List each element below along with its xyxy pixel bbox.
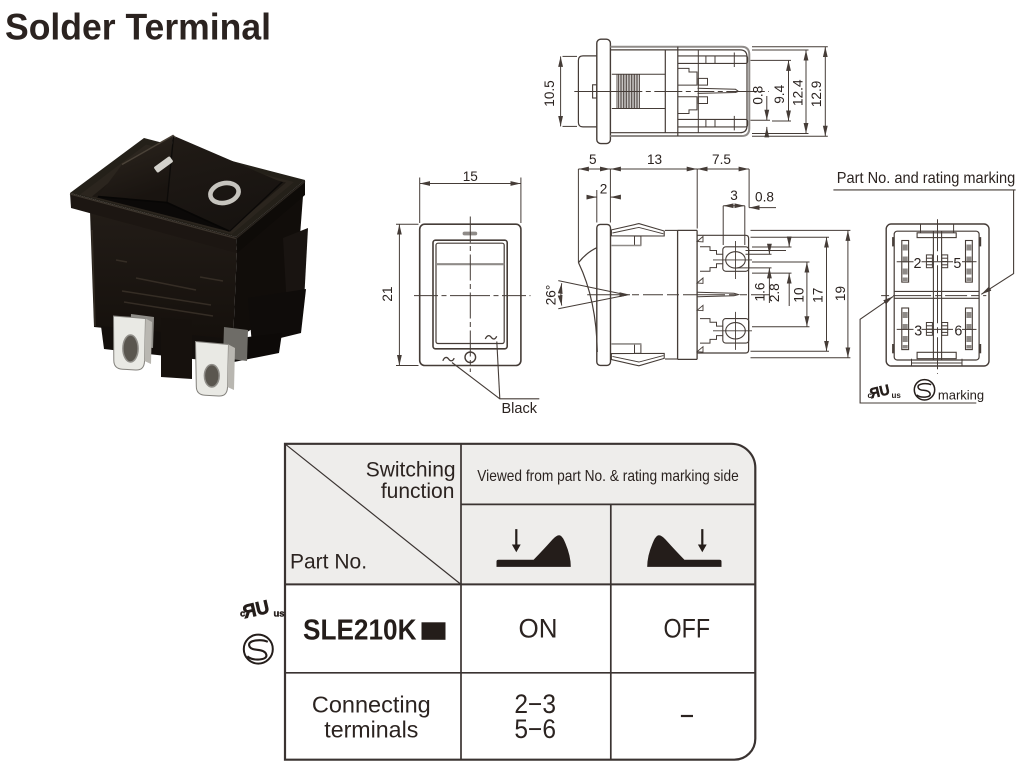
svg-text:Part No. and rating marking: Part No. and rating marking	[837, 170, 1016, 187]
svg-text:terminals: terminals	[324, 716, 418, 742]
svg-text:c: c	[868, 391, 873, 400]
svg-text:5: 5	[589, 152, 597, 167]
svg-text:5: 5	[953, 256, 961, 272]
svg-text:ON: ON	[519, 614, 558, 644]
svg-text:12.9: 12.9	[809, 81, 824, 107]
svg-text:2: 2	[914, 256, 922, 272]
svg-text:ЯU: ЯU	[868, 382, 891, 402]
svg-text:17: 17	[810, 288, 825, 303]
svg-text:0.8: 0.8	[751, 86, 766, 105]
svg-text:Switching: Switching	[366, 459, 456, 482]
svg-text:12.4: 12.4	[790, 79, 805, 106]
svg-text:2−3: 2−3	[514, 689, 556, 719]
svg-text:21: 21	[380, 286, 395, 301]
svg-text:26°: 26°	[544, 285, 559, 306]
svg-text:1.6: 1.6	[753, 283, 768, 302]
svg-text:marking: marking	[938, 388, 984, 403]
svg-text:10.5: 10.5	[542, 80, 557, 106]
svg-text:us: us	[274, 609, 285, 620]
svg-text:2.8: 2.8	[767, 283, 782, 302]
svg-text:5−6: 5−6	[514, 714, 556, 744]
svg-text:Connecting: Connecting	[312, 691, 431, 717]
svg-text:SLE210K: SLE210K	[303, 615, 417, 647]
svg-text:Part No.: Part No.	[290, 551, 367, 574]
svg-text:3: 3	[730, 188, 738, 203]
svg-text:15: 15	[463, 169, 478, 184]
svg-text:13: 13	[647, 152, 662, 167]
svg-text:19: 19	[833, 286, 848, 301]
svg-text:us: us	[892, 391, 902, 400]
svg-text:ЯU: ЯU	[241, 597, 272, 623]
svg-text:Viewed from part No. & rating: Viewed from part No. & rating marking si…	[477, 468, 739, 485]
svg-text:7.5: 7.5	[712, 152, 731, 167]
svg-text:OFF: OFF	[664, 614, 711, 644]
svg-text:Solder Terminal: Solder Terminal	[5, 7, 271, 48]
svg-text:function: function	[381, 480, 455, 503]
svg-text:c: c	[240, 609, 245, 620]
svg-text:0.8: 0.8	[755, 190, 774, 205]
svg-text:2: 2	[600, 182, 608, 197]
svg-text:6: 6	[954, 323, 962, 339]
svg-text:3: 3	[914, 323, 922, 339]
svg-text:Black: Black	[502, 401, 538, 417]
svg-text:10: 10	[791, 287, 806, 303]
svg-text:9.4: 9.4	[772, 84, 787, 103]
